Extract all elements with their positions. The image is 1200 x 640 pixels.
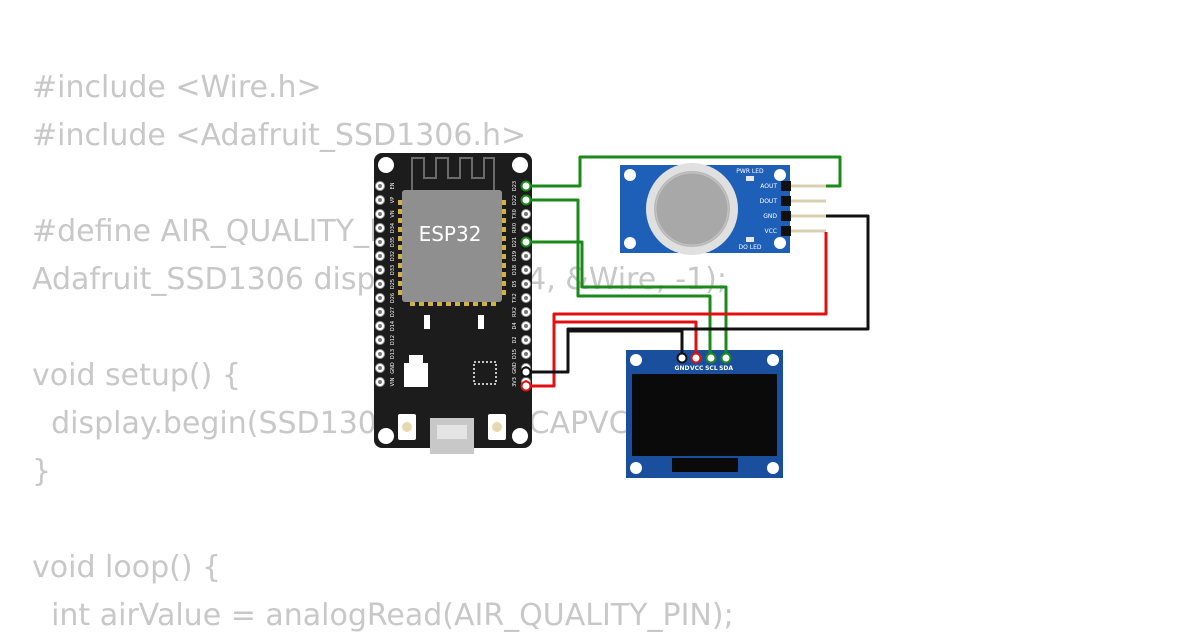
esp32-pin-label: D19	[512, 251, 518, 261]
esp32-pin-label: VP	[390, 197, 396, 203]
esp32-pin-label: TX2	[512, 293, 518, 304]
pwr-led	[746, 176, 754, 181]
en-button[interactable]	[402, 422, 412, 432]
esp32-pin-label: D5	[512, 280, 518, 287]
oled-pin-label: SDA	[719, 365, 733, 372]
wire-vcc-oled	[554, 320, 698, 358]
esp32-pin-label: TX0	[512, 209, 518, 220]
esp32-pin-label: D34	[390, 223, 396, 233]
wire-sda-d21	[526, 240, 728, 358]
wire-gnd-oled	[568, 329, 684, 358]
wire-aout-d23	[526, 155, 842, 188]
esp32-pin-label: D13	[390, 349, 396, 359]
esp32-chip	[402, 190, 502, 302]
code-line: void setup() {	[32, 358, 241, 393]
esp32-pin-label: D4	[512, 322, 518, 329]
esp32-pin-label: EN	[390, 182, 396, 189]
code-line: #include <Wire.h>	[32, 70, 322, 105]
pwr-led-label: PWR LED	[736, 168, 764, 175]
gas-sensor-pin-label: AOUT	[760, 183, 777, 190]
code-line: int airValue = analogRead(AIR_QUALITY_PI…	[32, 598, 734, 633]
esp32-pin-label: D32	[390, 251, 396, 261]
esp32-pin-label: D14	[390, 321, 396, 331]
boot-button[interactable]	[492, 422, 502, 432]
esp32-pin-label: D33	[390, 265, 396, 275]
oled-pin-label: VCC	[690, 365, 704, 372]
gas-sensor-pin-label: VCC	[765, 228, 777, 235]
oled-screen	[632, 374, 777, 456]
esp32-pin-label: D25	[390, 279, 396, 289]
code-line: #include <Adafruit_SSD1306.h>	[32, 118, 527, 153]
wires	[526, 155, 870, 388]
esp32-pin-label: RX0	[512, 223, 518, 233]
esp32-pin-label: D15	[512, 349, 518, 359]
gas-sensor-pin-header: AOUT DOUT GND VCC	[760, 181, 826, 236]
esp32-pin-label: D27	[390, 307, 396, 317]
esp32-pin-label: GND	[390, 362, 396, 374]
esp32-pin-label: D2	[512, 336, 518, 343]
gas-sensor-module: PWR LED DO LED AOUT DOUT GND VCC	[620, 163, 826, 255]
esp32-pin-label: D22	[512, 195, 518, 205]
wire-gnd	[526, 214, 870, 374]
esp32-pin-label: D21	[512, 237, 518, 247]
esp32-pin-label: D26	[390, 293, 396, 303]
wire-scl-d22	[526, 198, 712, 358]
esp32-board: ESP32 ENVPVND34D35D32D33D25D26D27D14D12D…	[374, 153, 532, 454]
esp32-pin-label: D12	[390, 335, 396, 345]
code-line: }	[32, 454, 52, 489]
oled-pin-label: SCL	[705, 365, 718, 372]
do-led	[746, 237, 754, 242]
esp32-pin-label: D18	[512, 265, 518, 275]
esp32-pin-label: RX2	[512, 307, 518, 317]
esp32-pin-label: GND	[512, 362, 518, 374]
wire-vcc	[526, 232, 828, 388]
esp32-pin-label: D23	[512, 181, 518, 191]
esp32-chip-label: ESP32	[419, 222, 482, 246]
esp32-pin-label: VIN	[390, 377, 396, 386]
gas-sensor-pin-label: DOUT	[760, 198, 778, 205]
esp32-pin-label: D35	[390, 237, 396, 247]
esp32-pin-label: 3V3	[512, 377, 518, 387]
oled-pin-label: GND	[675, 365, 690, 372]
code-line: void loop() {	[32, 550, 222, 585]
do-led-label: DO LED	[738, 244, 761, 251]
gas-sensor-pin-label: GND	[763, 213, 777, 220]
esp32-pin-label: VN	[390, 210, 396, 217]
